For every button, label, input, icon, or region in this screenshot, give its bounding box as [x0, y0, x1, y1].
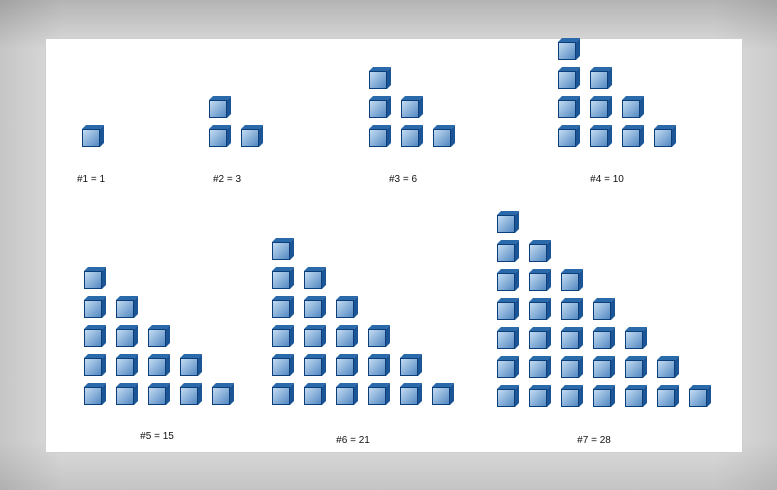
cube [625, 327, 647, 349]
cube [304, 325, 326, 347]
cube [561, 327, 583, 349]
pattern-5-label: #5 = 15 [140, 431, 174, 443]
cube [304, 267, 326, 289]
cube [593, 298, 615, 320]
cube [433, 125, 455, 147]
cube [593, 327, 615, 349]
cube [497, 356, 519, 378]
cube [529, 327, 551, 349]
pattern-7-label: #7 = 28 [577, 435, 611, 447]
cube [529, 385, 551, 407]
cube [529, 269, 551, 291]
cube [241, 125, 263, 147]
cube [180, 354, 202, 376]
cube [529, 240, 551, 262]
cube [212, 383, 234, 405]
cube [400, 383, 422, 405]
cube [116, 296, 138, 318]
cube [558, 125, 580, 147]
cube [368, 325, 390, 347]
cube [84, 383, 106, 405]
cube [432, 383, 454, 405]
cube [304, 296, 326, 318]
cube [593, 356, 615, 378]
cube [622, 125, 644, 147]
cube [368, 354, 390, 376]
cube [272, 267, 294, 289]
cube [689, 385, 711, 407]
cube [561, 385, 583, 407]
cube [336, 354, 358, 376]
cube [180, 383, 202, 405]
cube [401, 96, 423, 118]
cube [369, 125, 391, 147]
cube [84, 296, 106, 318]
cube [116, 325, 138, 347]
cube [84, 354, 106, 376]
pattern-1-label: #1 = 1 [77, 174, 105, 186]
cube [116, 383, 138, 405]
cube [401, 125, 423, 147]
cube [304, 383, 326, 405]
cube [368, 383, 390, 405]
cube [657, 385, 679, 407]
cube [558, 96, 580, 118]
cube [657, 356, 679, 378]
cube [272, 238, 294, 260]
cube [497, 269, 519, 291]
cube [625, 385, 647, 407]
cube [561, 269, 583, 291]
cube [369, 96, 391, 118]
pattern-6-label: #6 = 21 [336, 435, 370, 447]
cube [497, 327, 519, 349]
cube [593, 385, 615, 407]
cube [529, 356, 551, 378]
cube [561, 356, 583, 378]
cube [590, 96, 612, 118]
cube [209, 96, 231, 118]
diagram-panel: #1 = 1 #2 = 3 #3 = 6 #4 = 10 #5 = 15 #6 … [46, 39, 742, 452]
cube [625, 356, 647, 378]
cube [336, 296, 358, 318]
cube [84, 325, 106, 347]
cube [561, 298, 583, 320]
cube [272, 354, 294, 376]
cube [148, 325, 170, 347]
cube [116, 354, 138, 376]
cube [497, 298, 519, 320]
cube [304, 354, 326, 376]
cube [529, 298, 551, 320]
cube [209, 125, 231, 147]
cube [558, 38, 580, 60]
cube [369, 67, 391, 89]
cube [272, 296, 294, 318]
pattern-2-label: #2 = 3 [213, 174, 241, 186]
pattern-4-label: #4 = 10 [590, 174, 624, 186]
cube [497, 211, 519, 233]
cube [590, 67, 612, 89]
cube [148, 383, 170, 405]
cube [400, 354, 422, 376]
cube [272, 325, 294, 347]
cube [558, 67, 580, 89]
pattern-3-label: #3 = 6 [389, 174, 417, 186]
cube [336, 325, 358, 347]
cube [497, 240, 519, 262]
cube [590, 125, 612, 147]
cube [622, 96, 644, 118]
cube [82, 125, 104, 147]
cube [654, 125, 676, 147]
cube [336, 383, 358, 405]
cube [497, 385, 519, 407]
cube [272, 383, 294, 405]
cube [148, 354, 170, 376]
cube [84, 267, 106, 289]
